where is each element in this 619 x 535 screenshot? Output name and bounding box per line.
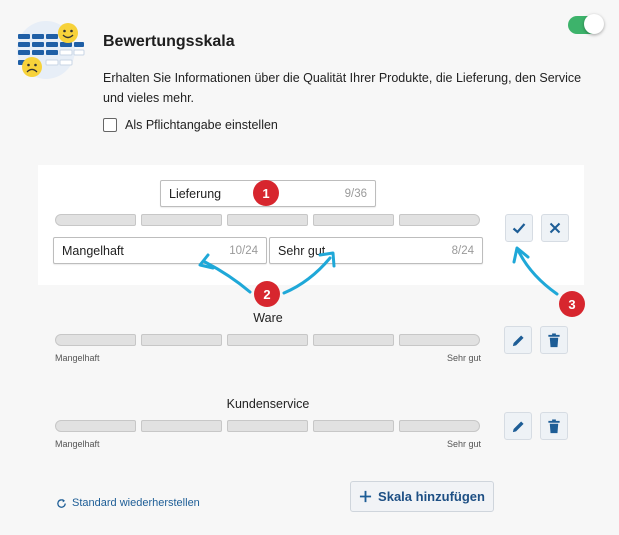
- scale-title-kundenservice: Kundenservice: [226, 397, 310, 411]
- cancel-button[interactable]: [541, 214, 569, 242]
- arrow-head: [318, 251, 336, 268]
- add-scale-label: Skala hinzufügen: [378, 489, 485, 504]
- toggle-knob: [584, 14, 604, 34]
- high-label-value: Sehr gut: [278, 243, 326, 258]
- edit-button-kundenservice[interactable]: [504, 412, 532, 440]
- restore-default-label: Standard wiederherstellen: [72, 497, 200, 509]
- rating-scale-logo-icon: [17, 21, 85, 79]
- close-icon: [549, 222, 561, 234]
- scale-segment: [399, 334, 480, 346]
- scale-segment: [55, 214, 136, 226]
- scale-segment: [313, 420, 394, 432]
- arrow-head: [198, 253, 215, 270]
- confirm-button[interactable]: [505, 214, 533, 242]
- arrow-to-low-label: [203, 260, 252, 294]
- delete-button-ware[interactable]: [540, 326, 568, 354]
- scale-low-label: Mangelhaft: [55, 353, 100, 363]
- page-title: Bewertungsskala: [103, 33, 235, 50]
- scale-segment: [141, 214, 222, 226]
- scale-segment: [55, 420, 136, 432]
- scale-segment: [141, 420, 222, 432]
- pencil-icon: [512, 334, 524, 346]
- plus-icon: [359, 490, 372, 503]
- scale-low-label: Mangelhaft: [55, 439, 100, 449]
- delete-button-kundenservice[interactable]: [540, 412, 568, 440]
- arrow-to-high-label: [282, 256, 332, 295]
- required-label: Als Pflichtangabe einstellen: [125, 118, 278, 132]
- scale-name-value: Lieferung: [169, 186, 222, 201]
- scale-segment: [141, 334, 222, 346]
- check-icon: [512, 223, 526, 234]
- low-label-counter: 10/24: [229, 244, 258, 257]
- edit-scale-bars: [55, 214, 480, 226]
- scale-segment: [227, 334, 308, 346]
- scale-high-label: Sehr gut: [446, 353, 481, 363]
- low-label-value: Mangelhaft: [62, 243, 124, 258]
- add-scale-button[interactable]: Skala hinzufügen: [350, 481, 494, 512]
- annotation-badge-1: 1: [253, 180, 279, 206]
- trash-icon: [548, 332, 560, 347]
- scale-title-ware: Ware: [253, 311, 283, 325]
- arrow-head: [512, 246, 530, 264]
- annotation-badge-3: 3: [559, 291, 585, 317]
- scale-segment: [313, 214, 394, 226]
- refresh-icon: [57, 498, 66, 508]
- scale-segment: [399, 214, 480, 226]
- arrow-to-confirm: [516, 248, 559, 296]
- trash-icon: [548, 418, 560, 433]
- high-label-counter: 8/24: [451, 244, 474, 257]
- scale-name-counter: 9/36: [344, 187, 367, 200]
- edit-button-ware[interactable]: [504, 326, 532, 354]
- scale-bars-kundenservice: [55, 420, 480, 432]
- description: Erhalten Sie Informationen über die Qual…: [103, 71, 582, 105]
- low-label-input[interactable]: Mangelhaft 10/24: [53, 237, 267, 264]
- scale-bars-ware: [55, 334, 480, 346]
- required-checkbox[interactable]: [103, 118, 117, 132]
- high-label-input[interactable]: Sehr gut 8/24: [269, 237, 483, 264]
- pencil-icon: [512, 420, 524, 432]
- scale-segment: [227, 214, 308, 226]
- annotation-badge-2: 2: [254, 281, 280, 307]
- scale-segment: [227, 420, 308, 432]
- required-checkbox-row[interactable]: Als Pflichtangabe einstellen: [103, 118, 278, 132]
- restore-default-link[interactable]: Standard wiederherstellen: [56, 497, 200, 509]
- scale-segment: [399, 420, 480, 432]
- scale-segment: [313, 334, 394, 346]
- scale-high-label: Sehr gut: [446, 439, 481, 449]
- enable-toggle[interactable]: [568, 14, 604, 34]
- scale-segment: [55, 334, 136, 346]
